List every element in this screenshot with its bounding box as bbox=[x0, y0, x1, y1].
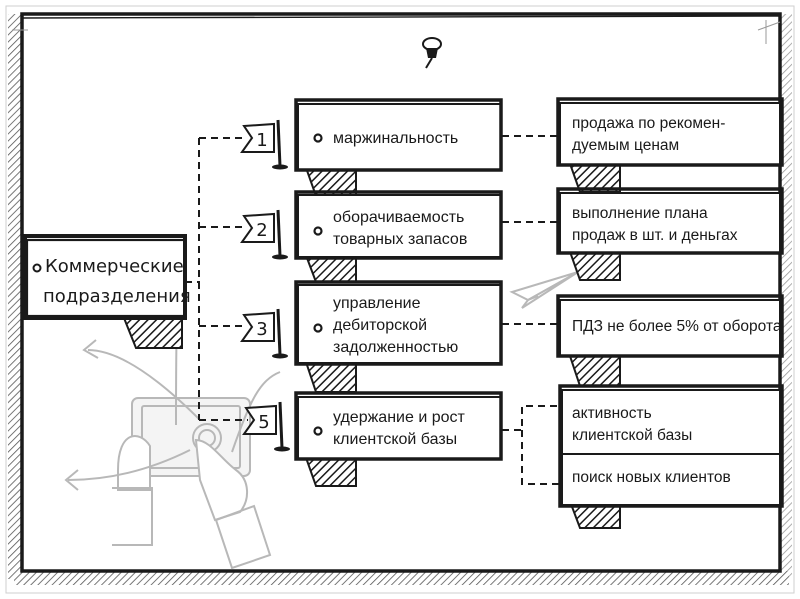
flag-3: 3 bbox=[240, 308, 288, 359]
root-label-line2: подразделения bbox=[43, 286, 191, 307]
tablet-hands-icon bbox=[64, 291, 281, 570]
indicator-label: продажа по рекомен- bbox=[572, 115, 725, 132]
indicator-label: дуемым ценам bbox=[572, 137, 679, 154]
function-node-1: маржинальность bbox=[294, 98, 503, 197]
indicator-node-2: выполнение плана продаж в шт. и деньгах bbox=[556, 187, 784, 281]
flag-number-1: 1 bbox=[256, 130, 267, 151]
indicator-label: активность bbox=[572, 405, 652, 422]
root-label-line1: Коммерческие bbox=[45, 256, 184, 277]
indicator-label: поиск новых клиентов bbox=[572, 469, 731, 486]
indicator-node-4-5: активность клиентской базы поиск новых к… bbox=[558, 384, 784, 529]
function-node-3: управление дебиторской задолженностью bbox=[294, 280, 503, 393]
indicator-label: клиентской базы bbox=[572, 427, 692, 444]
function-label: управление bbox=[333, 295, 421, 312]
indicator-label: выполнение плана bbox=[572, 205, 708, 222]
function-label: удержание и рост bbox=[333, 409, 466, 426]
flag-number-2: 2 bbox=[256, 220, 267, 241]
indicator-label: ПДЗ не более 5% от оборота bbox=[572, 318, 782, 335]
flag-5: 5 bbox=[242, 401, 290, 452]
connectors bbox=[185, 135, 562, 485]
root-node: Коммерческие подразделения bbox=[23, 234, 191, 349]
flag-2: 2 bbox=[240, 209, 288, 260]
function-label: задолженностью bbox=[333, 339, 458, 356]
flag-1: 1 bbox=[240, 119, 288, 170]
indicator-node-3: ПДЗ не более 5% от оборота bbox=[556, 294, 784, 387]
function-label: маржинальность bbox=[333, 130, 458, 147]
flag-number-3: 3 bbox=[256, 319, 267, 340]
paper-plane-icon bbox=[509, 271, 579, 309]
flag-number-5: 5 bbox=[258, 412, 269, 433]
function-label: оборачиваемость bbox=[333, 209, 464, 226]
indicator-label: продаж в шт. и деньгах bbox=[572, 227, 738, 244]
function-label: клиентской базы bbox=[333, 431, 457, 448]
function-node-4: удержание и рост клиентской базы bbox=[294, 391, 503, 487]
pushpin-icon bbox=[422, 37, 442, 69]
function-node-2: оборачиваемость товарных запасов bbox=[294, 190, 503, 283]
function-label: дебиторской bbox=[333, 317, 427, 334]
function-label: товарных запасов bbox=[333, 231, 467, 248]
